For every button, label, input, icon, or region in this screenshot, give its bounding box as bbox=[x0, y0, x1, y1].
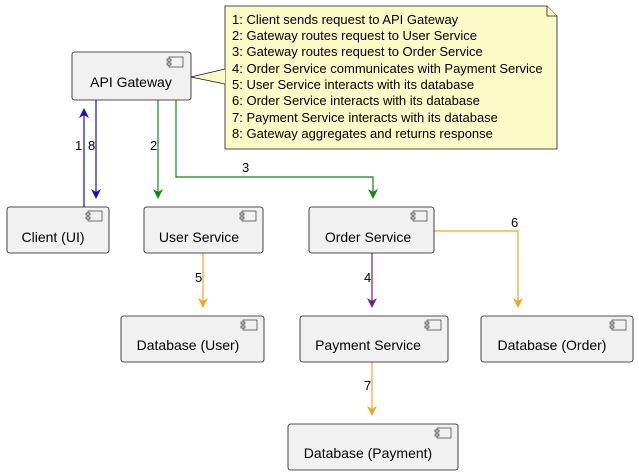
edge-3: 3 bbox=[175, 100, 378, 199]
order-service-label: Order Service bbox=[325, 229, 412, 245]
component-icon bbox=[609, 319, 627, 331]
client-ui-component[interactable]: Client (UI) bbox=[6, 206, 110, 254]
component-icon bbox=[434, 427, 452, 439]
note-line-8: 8: Gateway aggregates and returns respon… bbox=[232, 126, 493, 141]
component-icon bbox=[410, 210, 428, 222]
edge-label-6: 6 bbox=[511, 215, 518, 230]
edge-label-8: 8 bbox=[88, 138, 95, 153]
edge-label-1: 1 bbox=[75, 138, 82, 153]
edge-8: 8 bbox=[88, 100, 101, 199]
edge-6: 6 bbox=[434, 215, 523, 308]
component-icon bbox=[166, 56, 184, 68]
database-payment-component[interactable]: Database (Payment) bbox=[287, 423, 459, 471]
note-line-2: 2: Gateway routes request to User Servic… bbox=[232, 28, 477, 43]
note-line-3: 3: Gateway routes request to Order Servi… bbox=[232, 44, 483, 59]
component-icon bbox=[85, 210, 103, 222]
api-gateway-component[interactable]: API Gateway bbox=[71, 51, 192, 101]
edge-label-4: 4 bbox=[364, 270, 371, 285]
note-line-5: 5: User Service interacts with its datab… bbox=[232, 77, 474, 92]
database-payment-label: Database (Payment) bbox=[304, 445, 432, 461]
edge-7: 7 bbox=[364, 362, 377, 416]
edge-4: 4 bbox=[364, 253, 377, 308]
component-icon bbox=[239, 210, 257, 222]
note-line-4: 4: Order Service communicates with Payme… bbox=[232, 61, 543, 76]
component-icon bbox=[240, 319, 258, 331]
database-order-component[interactable]: Database (Order) bbox=[480, 315, 634, 363]
edge-5: 5 bbox=[195, 253, 208, 308]
user-service-component[interactable]: User Service bbox=[143, 206, 264, 254]
edge-label-2: 2 bbox=[150, 138, 157, 153]
edge-2: 2 bbox=[150, 100, 163, 199]
edge-1: 1 bbox=[75, 108, 89, 207]
payment-service-component[interactable]: Payment Service bbox=[299, 315, 449, 363]
legend-note: 1: Client sends request to API Gateway 2… bbox=[190, 5, 558, 150]
edge-label-7: 7 bbox=[364, 378, 371, 393]
user-service-label: User Service bbox=[159, 229, 239, 245]
api-gateway-label: API Gateway bbox=[90, 74, 172, 90]
edge-label-5: 5 bbox=[195, 270, 202, 285]
edge-label-3: 3 bbox=[242, 160, 249, 175]
database-user-label: Database (User) bbox=[137, 337, 240, 353]
component-icon bbox=[424, 319, 442, 331]
order-service-component[interactable]: Order Service bbox=[308, 206, 435, 254]
database-order-label: Database (Order) bbox=[498, 337, 607, 353]
note-line-6: 6: Order Service interacts with its data… bbox=[232, 93, 480, 108]
note-line-7: 7: Payment Service interacts with its da… bbox=[232, 110, 498, 125]
client-ui-label: Client (UI) bbox=[21, 229, 84, 245]
payment-service-label: Payment Service bbox=[315, 337, 421, 353]
note-line-1: 1: Client sends request to API Gateway bbox=[232, 12, 459, 27]
database-user-component[interactable]: Database (User) bbox=[120, 315, 265, 363]
